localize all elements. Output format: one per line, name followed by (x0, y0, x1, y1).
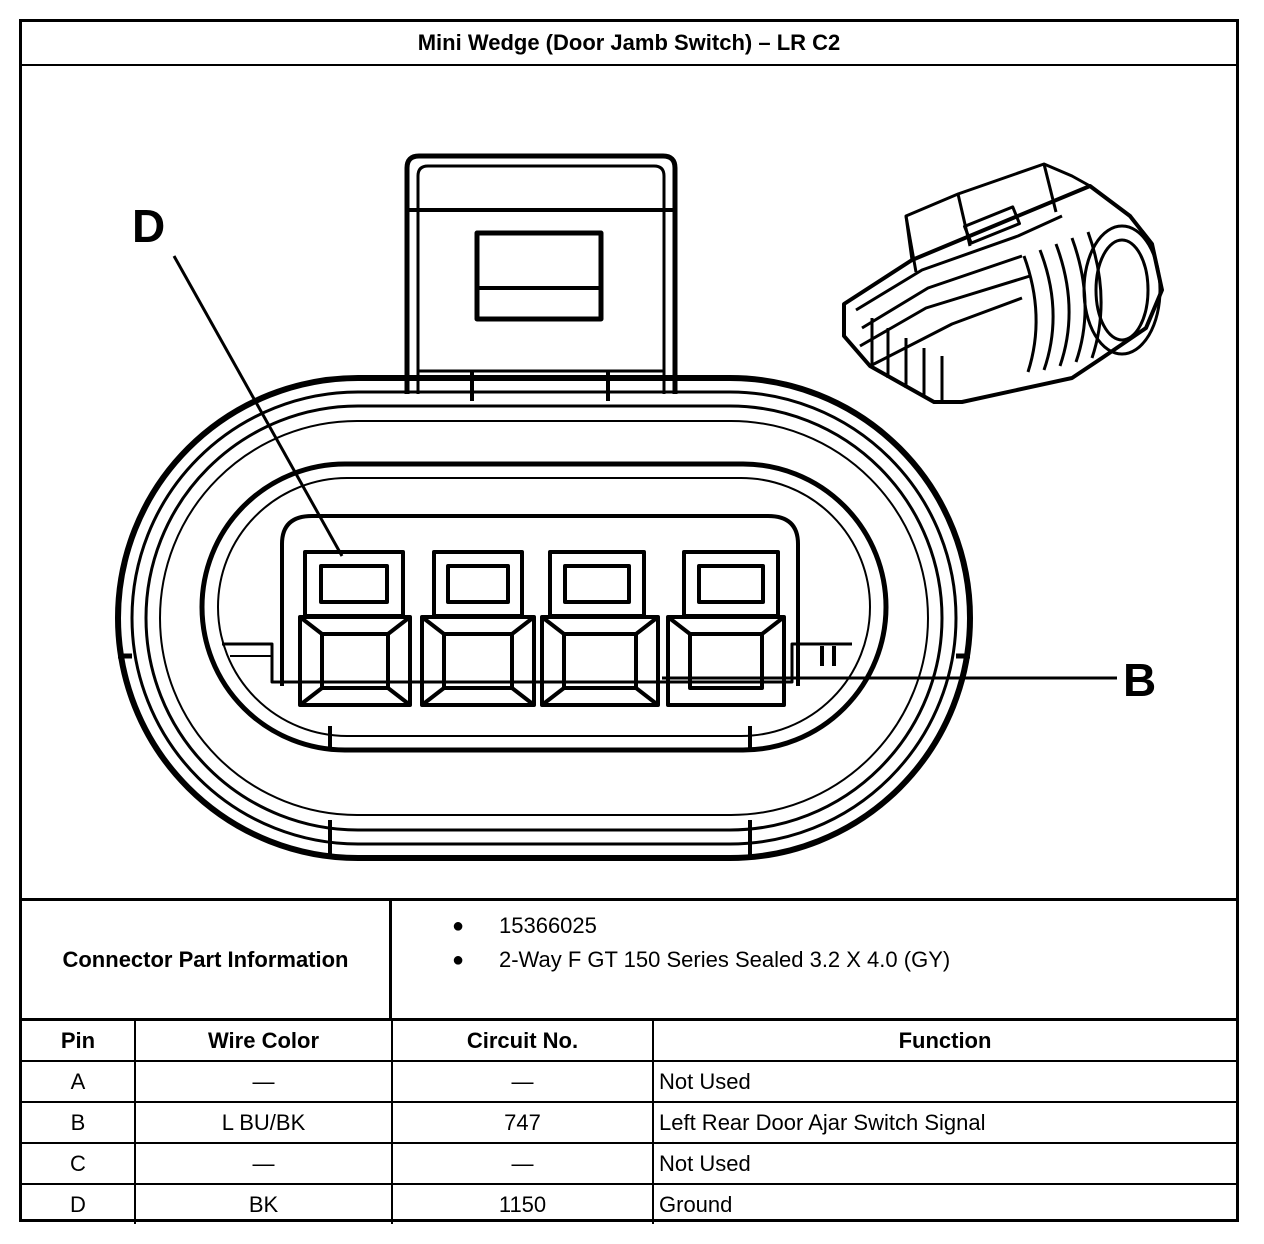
inner-cavity (199, 461, 889, 753)
pin-table-header: Pin Wire Color Circuit No. Function (22, 1018, 1236, 1062)
wire-color-cell: — (134, 1142, 393, 1185)
table-row: C — — Not Used (22, 1142, 1236, 1185)
wire-color-cell: — (134, 1060, 393, 1103)
function-cell: Left Rear Door Ajar Switch Signal (652, 1101, 1236, 1144)
circuit-cell: — (391, 1142, 654, 1185)
locking-tab (404, 153, 678, 401)
housing-outline (115, 375, 973, 861)
callout-d: D (132, 200, 165, 252)
connector-part-information: Connector Part Information ● 15366025 ● … (22, 898, 1236, 1018)
header-function: Function (652, 1018, 1236, 1062)
pin-cell: B (22, 1101, 136, 1144)
circuit-cell: — (391, 1060, 654, 1103)
page-title: Mini Wedge (Door Jamb Switch) – LR C2 (22, 22, 1236, 66)
pin-cell: C (22, 1142, 136, 1185)
leader-line-d (172, 255, 344, 557)
callout-b: B (1123, 654, 1156, 706)
connector-isometric-drawing (842, 162, 1164, 404)
connector-figure: D B (22, 66, 1236, 900)
header-circuit: Circuit No. (391, 1018, 654, 1062)
table-row: D BK 1150 Ground (22, 1183, 1236, 1224)
connector-sheet: Mini Wedge (Door Jamb Switch) – LR C2 (19, 19, 1239, 1224)
part-info-label: Connector Part Information (22, 901, 392, 1018)
upper-terminals (303, 550, 780, 618)
lower-terminals (298, 615, 786, 707)
bullet-icon: ● (452, 914, 465, 937)
circuit-cell: 1150 (391, 1183, 654, 1224)
table-row: A — — Not Used (22, 1060, 1236, 1103)
bullet-icon: ● (452, 948, 465, 971)
function-cell: Not Used (652, 1142, 1236, 1185)
header-wire-color: Wire Color (134, 1018, 393, 1062)
part-description: 2-Way F GT 150 Series Sealed 3.2 X 4.0 (… (499, 947, 951, 972)
wire-color-cell: L BU/BK (134, 1101, 393, 1144)
pin-cell: A (22, 1060, 136, 1103)
connector-face-drawing: D B (115, 153, 1164, 861)
circuit-cell: 747 (391, 1101, 654, 1144)
function-cell: Ground (652, 1183, 1236, 1224)
pin-table: Pin Wire Color Circuit No. Function A — … (22, 1018, 1236, 1224)
table-row: B L BU/BK 747 Left Rear Door Ajar Switch… (22, 1101, 1236, 1144)
header-pin: Pin (22, 1018, 136, 1062)
wire-color-cell: BK (134, 1183, 393, 1224)
part-number: 15366025 (499, 913, 597, 938)
pin-cell: D (22, 1183, 136, 1224)
function-cell: Not Used (652, 1060, 1236, 1103)
part-info-list: ● 15366025 ● 2-Way F GT 150 Series Seale… (392, 901, 1236, 1018)
